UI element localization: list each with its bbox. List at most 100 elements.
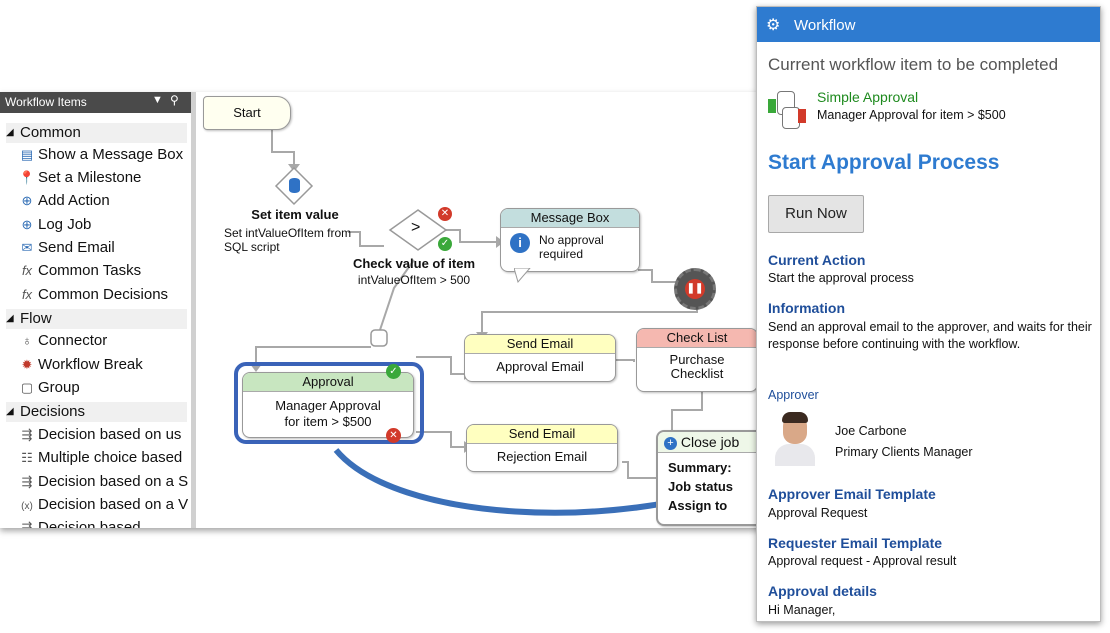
collapse-triangle-icon: ◢ [6,313,14,324]
approval-node[interactable]: Approval Manager Approval for item > $50… [242,372,414,438]
check-list-node[interactable]: Check List Purchase Checklist [636,328,758,392]
workflow-panel-title: Workflow [794,17,856,34]
current-action-text: Start the approval process [768,271,914,285]
check-list-header: Check List [637,329,757,348]
toolbox-title: Workflow Items [5,95,87,109]
workflow-break-gear-icon[interactable]: ❚❚ [674,268,716,310]
check-value-label[interactable]: Check value of item intValueOfItem > 500 [352,256,476,288]
approver-label: Approver [768,388,819,402]
approval-header: Approval [243,373,413,392]
false-branch-icon: ✕ [438,207,452,221]
item-description: Manager Approval for item > $500 [817,108,1006,122]
approver-template-heading: Approver Email Template [768,486,936,502]
approver-role: Primary Clients Manager [835,445,973,459]
send-email-body: Approval Email [496,359,584,374]
multiple-choice-icon: ☷ [21,450,33,465]
send-email-body: Rejection Email [496,449,588,464]
add-action-icon: ⊕ [21,193,33,208]
send-approval-email-node[interactable]: Send Email Approval Email [464,334,616,382]
category-flow[interactable]: ◢ Flow [6,309,187,329]
set-item-value-desc: Set intValueOfItem from SQL script [224,226,352,254]
dropdown-icon[interactable]: ▼ [152,94,163,106]
category-label: Flow [20,310,52,327]
toolbox-item-decision-more[interactable]: ⇶Decision based [18,519,141,528]
log-job-icon: ⊕ [21,217,33,232]
function-icon: fx [21,287,33,302]
group-icon: ▢ [20,380,34,395]
approver-template-text: Approval Request [768,506,868,520]
toolbox-item-set-milestone[interactable]: 📍Set a Milestone [18,169,142,186]
workflow-panel-header: ⚙ Workflow [757,7,1100,42]
toolbox-item-decision-s[interactable]: ⇶Decision based on a S [18,473,189,495]
decision-icon: ⇶ [21,520,33,528]
workflow-panel: ⚙ Workflow Current workflow item to be c… [756,6,1101,622]
approval-details-text: Hi Manager, [768,603,836,617]
approval-highlight [234,362,424,444]
workflow-canvas[interactable]: Start Set item value Set intValueOfItem … [196,92,770,528]
category-label: Common [20,124,81,141]
pause-icon: ❚❚ [685,279,705,299]
toolbox-item-send-email[interactable]: ✉Send Email [18,239,115,261]
run-now-button[interactable]: Run Now [768,195,864,233]
start-node[interactable]: Start [203,96,291,130]
collapse-triangle-icon: ◢ [6,406,14,417]
decision-icon: ⇶ [21,427,33,442]
information-text: Send an approval email to the approver, … [768,320,1092,351]
toolbox-item-workflow-break[interactable]: ✹Workflow Break [18,356,143,378]
workflow-icon: ⚙ [766,17,781,34]
send-email-header: Send Email [467,425,617,444]
send-rejection-email-node[interactable]: Send Email Rejection Email [466,424,618,472]
approved-icon: ✓ [386,364,401,379]
current-item-heading: Current workflow item to be completed [768,55,1059,74]
approver-name: Joe Carbone [835,424,907,438]
message-box-icon: ▤ [20,147,34,162]
thumbs-up-down-icon [768,89,806,129]
decision-symbol: > [411,219,421,236]
connector-icon: ♁ [22,333,32,348]
toolbox-item-connector[interactable]: ♁Connector [18,332,107,354]
message-box-header: Message Box [501,209,639,228]
pin-icon[interactable]: ⚲ [170,93,179,107]
workflow-designer: Workflow Items ▼ ⚲ ◢ Common ▤Show a Mess… [0,92,771,528]
close-job-header: + Close job [658,432,768,453]
check-list-body: Purchase Checklist [669,352,725,381]
collapse-triangle-icon: ◢ [6,127,14,138]
add-icon: + [664,436,677,450]
toolbox-item-decision-user[interactable]: ⇶Decision based on us [18,426,182,448]
information-heading: Information [768,300,845,316]
decision-variable-icon: (x) [21,501,33,512]
toolbox-item-add-action[interactable]: ⊕Add Action [18,192,110,214]
connector-lines [250,128,770,516]
toolbox-item-multiple-choice[interactable]: ☷Multiple choice based [18,449,182,471]
category-decisions[interactable]: ◢ Decisions [6,402,187,422]
workflow-items-toolbox: Workflow Items ▼ ⚲ ◢ Common ▤Show a Mess… [0,92,196,528]
category-common[interactable]: ◢ Common [6,123,187,143]
close-job-node[interactable]: + Close job Summary: Job status Assign t… [656,430,770,526]
milestone-icon: 📍 [18,170,36,185]
current-action-heading: Current Action [768,252,866,268]
toolbox-item-group[interactable]: ▢Group [18,379,80,401]
info-icon: i [510,233,530,253]
item-name[interactable]: Simple Approval [817,89,919,105]
approval-body: Manager Approval for item > $500 [275,398,381,429]
database-icon [289,178,300,193]
speech-tail-icon [514,268,531,284]
rejected-icon: ✕ [386,428,401,443]
toolbox-header: Workflow Items ▼ ⚲ [0,92,191,113]
send-email-header: Send Email [465,335,615,354]
approver-avatar [773,410,817,466]
category-label: Decisions [20,403,86,420]
toolbox-item-show-message-box[interactable]: ▤Show a Message Box [18,146,183,168]
message-box-text: No approval required [539,233,604,261]
start-label: Start [233,105,261,120]
toolbox-item-decision-v[interactable]: (x)Decision based on a V [18,496,188,518]
send-email-icon: ✉ [21,240,33,255]
close-job-body: Summary: Job status Assign to [668,460,734,513]
toolbox-item-log-job[interactable]: ⊕Log Job [18,216,92,238]
workflow-break-icon: ✹ [21,357,33,372]
requester-template-heading: Requester Email Template [768,535,943,551]
message-box-node[interactable]: Message Box i No approval required [500,208,640,272]
set-item-value-label[interactable]: Set item value [251,207,339,222]
